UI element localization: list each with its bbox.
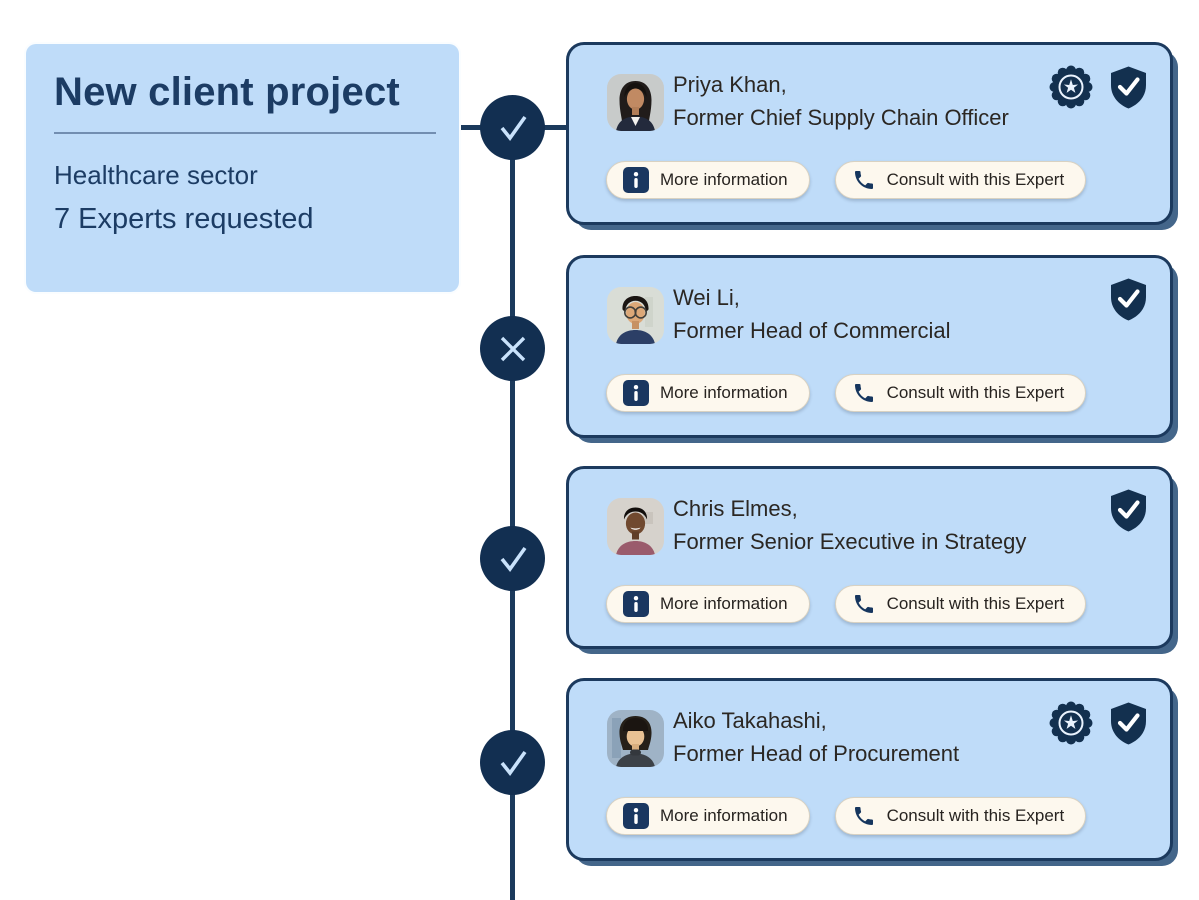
project-title: New client project (54, 70, 400, 114)
expert-name-role: Chris Elmes, Former Senior Executive in … (673, 492, 1026, 558)
consult-expert-button[interactable]: Consult with this Expert (834, 374, 1087, 412)
expert-role: Former Head of Procurement (673, 741, 960, 766)
phone-icon (854, 807, 873, 825)
info-square-icon (623, 591, 649, 617)
expert-name-role: Wei Li, Former Head of Commercial (673, 281, 951, 347)
button-row: More information Consult with this Exper… (606, 161, 1087, 199)
avatar-photo-chris (607, 498, 664, 555)
phone-icon (854, 384, 873, 402)
expert-role: Former Senior Executive in Strategy (673, 529, 1027, 554)
expert-role: Former Head of Commercial (673, 318, 951, 343)
expert-card: Priya Khan, Former Chief Supply Chain Of… (566, 42, 1173, 225)
consult-expert-button[interactable]: Consult with this Expert (834, 585, 1087, 623)
more-information-button[interactable]: More information (606, 585, 810, 623)
consult-expert-button[interactable]: Consult with this Expert (834, 797, 1087, 835)
info-square-icon (623, 803, 649, 829)
timeline-node-check-icon (480, 95, 545, 160)
award-rosette-icon (1049, 65, 1093, 109)
info-square-icon (623, 167, 649, 193)
phone-icon (854, 595, 873, 613)
expert-name-role: Aiko Takahashi, Former Head of Procureme… (673, 704, 959, 770)
expert-card: Wei Li, Former Head of Commercial More i… (566, 255, 1173, 438)
badge-row (1048, 700, 1149, 746)
info-square-icon (623, 380, 649, 406)
avatar (607, 74, 664, 131)
phone-icon (854, 171, 873, 189)
experts-requested-count: 7 Experts requested (54, 203, 314, 235)
verified-shield-icon (1111, 489, 1146, 532)
consult-expert-label: Consult with this Expert (886, 170, 1065, 189)
more-information-label: More information (660, 806, 788, 825)
avatar-photo-priya (607, 74, 664, 131)
award-rosette-icon (1049, 701, 1093, 745)
project-card: New client project Healthcare sector 7 E… (24, 42, 461, 294)
verified-shield-icon (1111, 66, 1146, 108)
expert-name: Aiko Takahashi, (673, 708, 827, 733)
timeline-connector-left (461, 125, 482, 130)
expert-card: Aiko Takahashi, Former Head of Procureme… (566, 678, 1173, 861)
project-sector: Healthcare sector (54, 160, 258, 190)
divider (54, 132, 436, 134)
badge-row (1108, 277, 1149, 322)
badge-row (1048, 64, 1149, 110)
expert-name-role: Priya Khan, Former Chief Supply Chain Of… (673, 68, 1009, 134)
verified-shield-icon (1111, 278, 1146, 321)
timeline-node-cross-icon (480, 316, 545, 381)
expert-name: Chris Elmes, (673, 496, 798, 521)
avatar-photo-wei (607, 287, 664, 344)
cross-icon (500, 336, 525, 361)
badge-row (1108, 488, 1149, 533)
timeline-line (510, 127, 515, 900)
timeline-node-check-icon (480, 730, 545, 795)
timeline-node-check-icon (480, 526, 545, 591)
more-information-label: More information (660, 594, 788, 613)
avatar (607, 710, 664, 767)
check-icon (500, 750, 526, 776)
timeline-connector-right (543, 125, 567, 130)
check-icon (500, 115, 526, 141)
button-row: More information Consult with this Exper… (606, 585, 1087, 623)
more-information-button[interactable]: More information (606, 374, 810, 412)
consult-expert-label: Consult with this Expert (886, 806, 1065, 825)
consult-expert-button[interactable]: Consult with this Expert (834, 161, 1087, 199)
avatar (607, 287, 664, 344)
avatar-photo-aiko (607, 710, 664, 767)
consult-expert-label: Consult with this Expert (886, 594, 1065, 613)
consult-expert-label: Consult with this Expert (886, 383, 1065, 402)
expert-name: Wei Li, (673, 285, 740, 310)
more-information-button[interactable]: More information (606, 161, 810, 199)
avatar (607, 498, 664, 555)
expert-card: Chris Elmes, Former Senior Executive in … (566, 466, 1173, 649)
button-row: More information Consult with this Exper… (606, 374, 1087, 412)
expert-name: Priya Khan, (673, 72, 787, 97)
more-information-button[interactable]: More information (606, 797, 810, 835)
button-row: More information Consult with this Exper… (606, 797, 1087, 835)
more-information-label: More information (660, 383, 788, 402)
more-information-label: More information (660, 170, 788, 189)
expert-role: Former Chief Supply Chain Officer (673, 105, 1009, 130)
check-icon (500, 546, 526, 572)
verified-shield-icon (1111, 702, 1146, 744)
